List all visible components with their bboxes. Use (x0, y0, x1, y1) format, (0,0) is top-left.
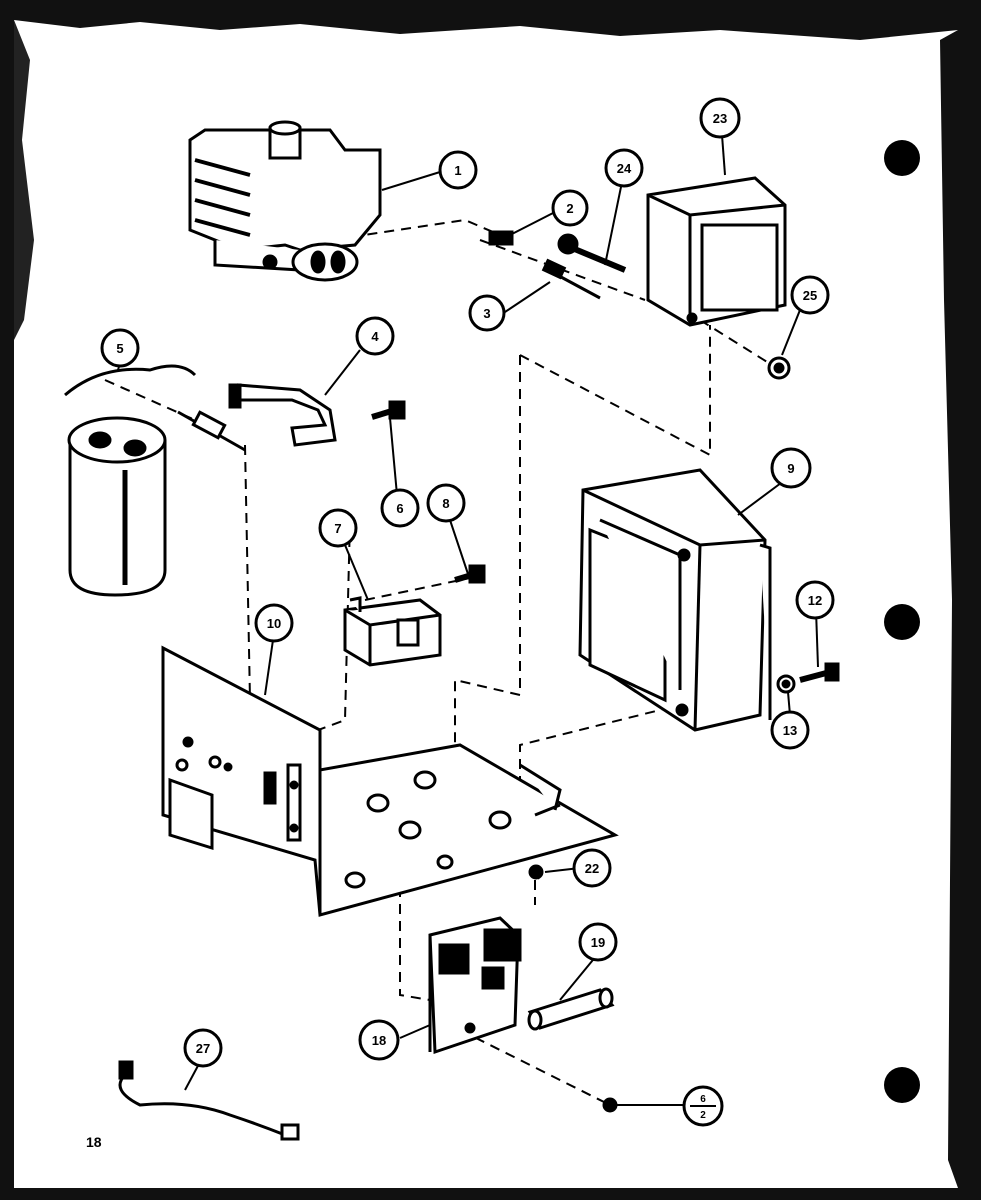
callout-13: 13 (770, 710, 810, 750)
bolt-part (557, 233, 627, 273)
page-number: 18 (86, 1134, 102, 1150)
svg-text:4: 4 (371, 329, 379, 344)
binder-holes (884, 140, 920, 1103)
screw-part-8 (454, 564, 486, 584)
svg-text:7: 7 (334, 521, 341, 536)
callout-24: 24 (604, 148, 644, 188)
callout-25: 25 (790, 275, 830, 315)
binder-hole (884, 140, 920, 176)
callout-19: 19 (578, 922, 618, 962)
svg-text:6: 6 (700, 1094, 706, 1105)
callout-22: 22 (572, 848, 612, 888)
large-transformer-part (578, 468, 772, 732)
svg-text:9: 9 (787, 461, 794, 476)
diode-lead-part (488, 230, 601, 300)
svg-text:10: 10 (267, 616, 281, 631)
callout-7: 7 (318, 508, 358, 548)
svg-text:13: 13 (783, 723, 797, 738)
chassis-plate-part (161, 645, 619, 917)
magnetron-part (188, 120, 382, 282)
binder-hole (884, 604, 920, 640)
svg-text:19: 19 (591, 935, 605, 950)
fuse-board-part (428, 916, 522, 1055)
bolt-washer-part (776, 662, 840, 694)
callout-18: 18 (358, 1019, 400, 1061)
svg-text:5: 5 (116, 341, 123, 356)
callout-8: 8 (426, 483, 466, 523)
callout-10: 10 (254, 603, 294, 643)
relay-part (343, 596, 442, 667)
callout-6-over-2: 6 2 (682, 1085, 724, 1127)
svg-text:2: 2 (700, 1110, 706, 1121)
callout-3: 3 (468, 294, 506, 332)
screw-part (371, 400, 406, 420)
svg-text:12: 12 (808, 593, 822, 608)
svg-text:18: 18 (372, 1033, 386, 1048)
callout-27: 27 (183, 1028, 223, 1068)
binder-hole (884, 1067, 920, 1103)
nut-part (767, 356, 791, 380)
svg-text:6: 6 (396, 501, 403, 516)
diode-part (177, 410, 246, 452)
svg-text:25: 25 (803, 288, 817, 303)
callout-6: 6 (380, 488, 420, 528)
callout-5: 5 (100, 328, 140, 368)
callout-1: 1 (438, 150, 478, 190)
callout-9: 9 (770, 447, 812, 489)
screw-part-22 (528, 864, 544, 880)
wire-lead-part (118, 1060, 300, 1141)
svg-text:8: 8 (442, 496, 449, 511)
callout-23: 23 (699, 97, 741, 139)
callout-12: 12 (795, 580, 835, 620)
svg-text:24: 24 (617, 161, 632, 176)
svg-text:22: 22 (585, 861, 599, 876)
bracket-part (228, 383, 337, 447)
svg-text:3: 3 (483, 306, 490, 321)
svg-text:2: 2 (566, 201, 573, 216)
callout-2: 2 (551, 189, 589, 227)
svg-text:23: 23 (713, 111, 727, 126)
small-transformer-part (646, 176, 787, 327)
svg-text:27: 27 (196, 1041, 210, 1056)
capacitor-part (64, 364, 197, 597)
callout-4: 4 (355, 316, 395, 356)
svg-text:1: 1 (454, 163, 461, 178)
screw-part-bottom (602, 1097, 618, 1113)
fuse-part (527, 987, 615, 1031)
callouts: 1 2 3 24 23 25 5 4 6 8 7 9 12 13 10 22 1… (100, 97, 835, 1127)
